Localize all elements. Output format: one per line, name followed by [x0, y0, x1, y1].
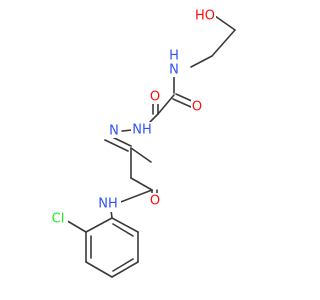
atom-nh-hydrazide: NH [132, 123, 152, 138]
amide-nh-top-label: N H [168, 49, 180, 78]
carbonyl-o-bottom-label: O [148, 193, 162, 209]
atom-labels: HO N H O O N NH O N [48, 8, 216, 227]
ring-bond-3 [85, 261, 113, 278]
hydrazone-n-label: N [107, 123, 121, 139]
carbonyl-o-left-label: O [149, 90, 162, 105]
atom-o-bottom: O [150, 194, 160, 209]
ring-double-2 [112, 258, 134, 272]
bonds [63, 15, 236, 278]
atom-o-right: O [192, 100, 202, 115]
hydrazide-nh-label: NH [131, 122, 154, 138]
bond-c-c-oxalyl [157, 94, 175, 115]
bond-ch2-nh [190, 55, 213, 68]
ring-bond-6 [111, 217, 139, 233]
carbonyl-o-right-label: O [191, 100, 204, 115]
bond-co-right-b [172, 98, 192, 108]
ring-bond-1 [85, 217, 113, 233]
atom-nh-anilide: NH [98, 197, 118, 212]
molecule-structure-diagram: HO N H O O N NH O N [48, 8, 236, 278]
ring-double-3 [112, 223, 134, 237]
atom-n-amide-top: N [169, 63, 179, 78]
atom-n-hydrazone: N [109, 124, 119, 139]
ring-bond-4 [111, 261, 139, 278]
bond-c-nh-anilide [117, 189, 153, 204]
atom-ho: HO [195, 9, 215, 24]
anilide-nh-label: NH [95, 196, 121, 212]
atom-cl: Cl [52, 212, 65, 227]
atom-h-amide-top: H [169, 49, 179, 64]
bond-o-ch2 [214, 15, 236, 31]
bond-n-eq-c-b [104, 139, 129, 152]
bond-ch2-co [130, 177, 153, 191]
bond-c-methyl [130, 147, 152, 163]
bond-n-n [121, 129, 133, 132]
bond-c-nh [149, 113, 159, 123]
chlorine-label: Cl [48, 211, 68, 227]
bond-ch2-ch2 [211, 29, 236, 57]
atom-o-left: O [150, 90, 160, 105]
hydroxyl-oh-label: HO [194, 8, 216, 24]
